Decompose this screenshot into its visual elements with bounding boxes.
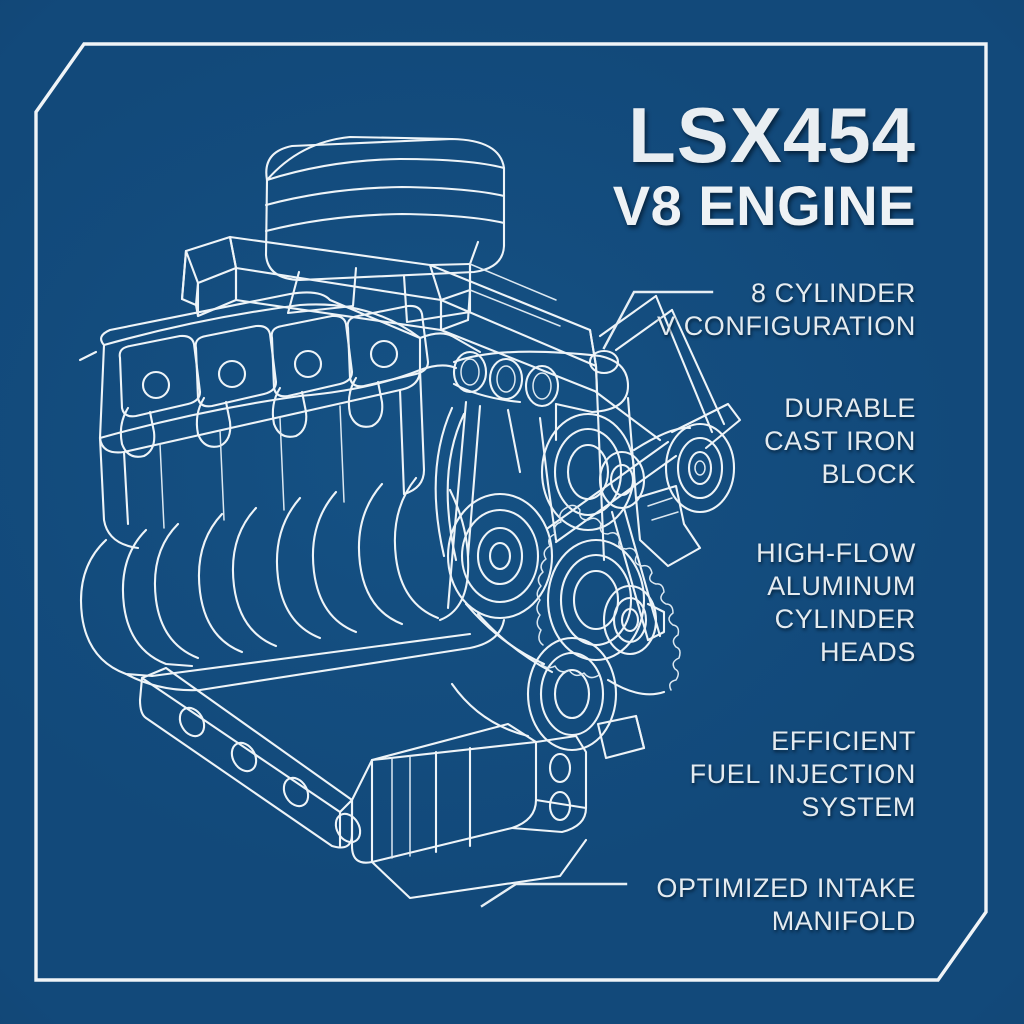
- page-title: LSX454: [628, 91, 916, 179]
- callout-line: SYSTEM: [801, 791, 916, 822]
- exhaust-headers: [79, 476, 506, 692]
- callout-line: DURABLE: [784, 393, 916, 423]
- oil-pan-rail: [138, 666, 588, 900]
- block-rear-detail: [554, 364, 666, 760]
- title-block: LSX454 V8 ENGINE: [613, 96, 916, 234]
- callout-line: MANIFOLD: [771, 905, 916, 936]
- leader-line-intake-manifold: [480, 882, 628, 908]
- callout-intake-manifold: OPTIMIZED INTAKE MANIFOLD: [656, 872, 916, 938]
- left-rear-detail: [78, 249, 188, 362]
- engine-linework: [78, 135, 742, 900]
- leader-line-cylinder-configuration: [602, 290, 714, 350]
- callout-line: V CONFIGURATION: [656, 310, 916, 341]
- valve-cover-left: [98, 291, 430, 458]
- callout-line: FUEL INJECTION: [689, 758, 916, 789]
- callout-line: HEADS: [819, 636, 916, 667]
- callout-line: HIGH-FLOW: [756, 538, 916, 568]
- accessory-drive: [434, 294, 742, 752]
- callout-line: 8 CYLINDER: [750, 278, 916, 308]
- timing-sprocket: [536, 504, 681, 691]
- valve-cover-right: [418, 332, 482, 372]
- callout-line: OPTIMIZED INTAKE: [656, 873, 916, 903]
- callout-line: CAST IRON: [764, 425, 916, 456]
- callout-cylinder-heads: HIGH-FLOW ALUMINUM CYLINDER HEADS: [756, 537, 916, 669]
- callout-line: ALUMINUM: [767, 570, 916, 601]
- throttle-body-inlets: [452, 349, 630, 414]
- page-subtitle: V8 ENGINE: [612, 174, 916, 237]
- callout-cylinder-configuration: 8 CYLINDER V CONFIGURATION: [657, 277, 916, 343]
- callout-fuel-injection: EFFICIENT FUEL INJECTION SYSTEM: [690, 725, 916, 824]
- callout-line: BLOCK: [821, 458, 916, 489]
- callout-engine-block: DURABLE CAST IRON BLOCK: [764, 392, 916, 491]
- callout-line: EFFICIENT: [771, 726, 916, 756]
- callout-line: CYLINDER: [774, 603, 916, 634]
